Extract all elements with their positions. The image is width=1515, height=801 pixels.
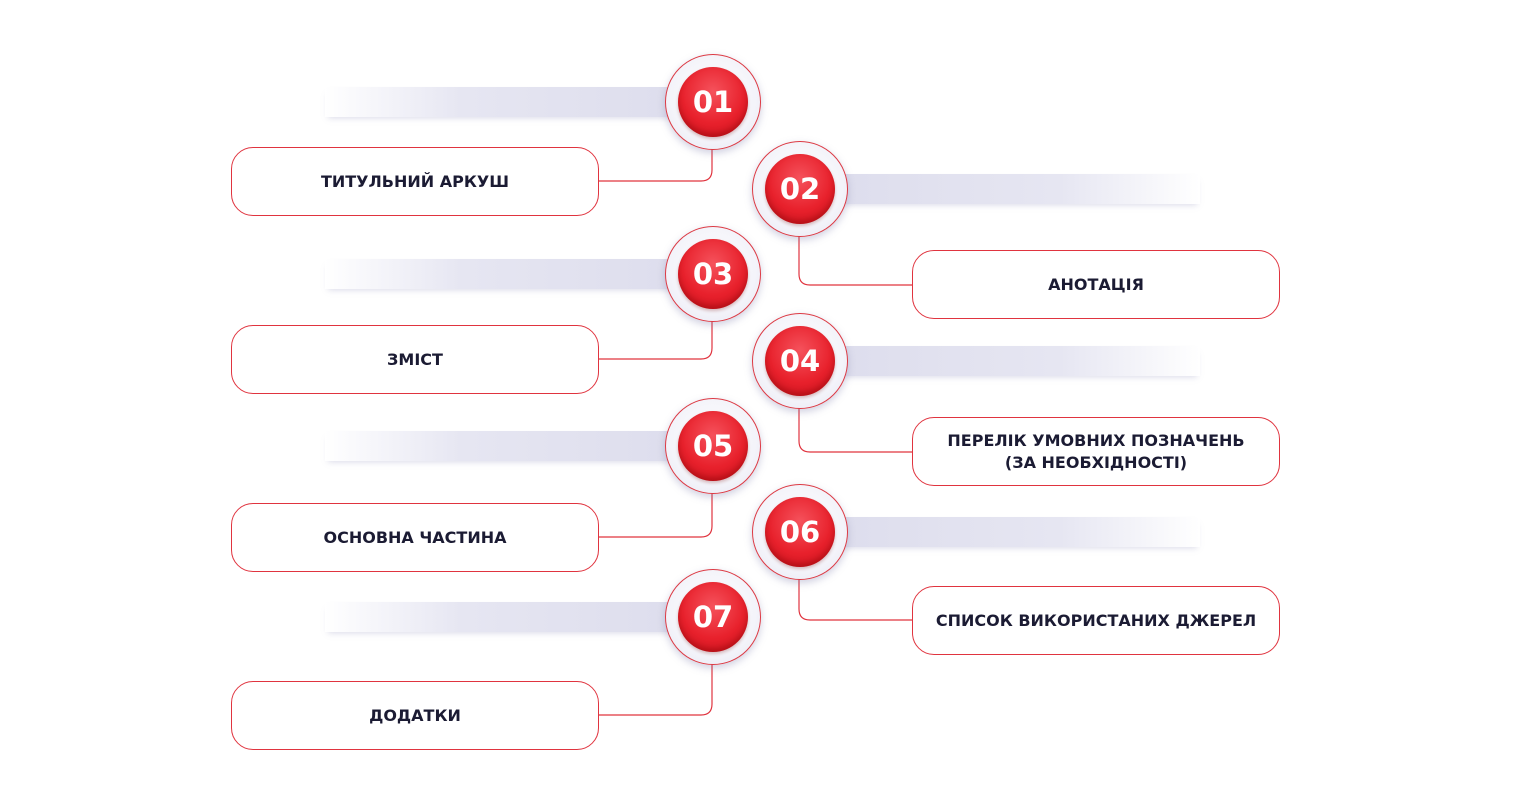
step-04-badge: 04 — [752, 313, 848, 409]
step-04-band — [800, 346, 1200, 376]
step-07-badge: 07 — [665, 569, 761, 665]
step-06-number: 06 — [779, 515, 821, 549]
step-01-band — [325, 87, 715, 117]
step-02-label: АНОТАЦІЯ — [1048, 274, 1144, 294]
step-01-label: ТИТУЛЬНИЙ АРКУШ — [320, 171, 510, 191]
step-02-band — [800, 174, 1200, 204]
connector-02 — [798, 233, 912, 286]
step-02-box: АНОТАЦІЯ — [912, 250, 1280, 319]
connector-05 — [599, 490, 713, 538]
step-03-label: ЗМІСТ — [387, 349, 443, 369]
step-05-badge: 05 — [665, 398, 761, 494]
connector-04 — [798, 405, 912, 453]
step-07-label: ДОДАТКИ — [369, 705, 461, 725]
step-01-box: ТИТУЛЬНИЙ АРКУШ — [231, 147, 599, 216]
step-05-box: ОСНОВНА ЧАСТИНА — [231, 503, 599, 572]
step-01-badge: 01 — [665, 54, 761, 150]
step-02-badge: 02 — [752, 141, 848, 237]
step-05-number: 05 — [692, 429, 734, 463]
step-03-band — [325, 259, 715, 289]
step-03-box: ЗМІСТ — [231, 325, 599, 394]
step-06-label: СПИСОК ВИКОРИСТАНИХ ДЖЕРЕЛ — [935, 610, 1257, 630]
connector-06 — [798, 576, 912, 621]
step-06-badge: 06 — [752, 484, 848, 580]
step-07-number: 07 — [692, 600, 734, 634]
step-01-number: 01 — [692, 85, 734, 119]
step-03-badge: 03 — [665, 226, 761, 322]
step-03-number: 03 — [692, 257, 734, 291]
step-05-label: ОСНОВНА ЧАСТИНА — [323, 527, 507, 547]
step-06-box: СПИСОК ВИКОРИСТАНИХ ДЖЕРЕЛ — [912, 586, 1280, 655]
step-07-box: ДОДАТКИ — [231, 681, 599, 750]
step-05-band — [325, 431, 715, 461]
step-04-box: ПЕРЕЛІК УМОВНИХ ПОЗНАЧЕНЬ (ЗА НЕОБХІДНОС… — [912, 417, 1280, 486]
step-04-number: 04 — [779, 344, 821, 378]
step-04-label: ПЕРЕЛІК УМОВНИХ ПОЗНАЧЕНЬ (ЗА НЕОБХІДНОС… — [947, 430, 1245, 472]
connector-01 — [599, 146, 713, 182]
connector-03 — [599, 318, 713, 360]
connector-07 — [599, 661, 713, 716]
step-02-number: 02 — [779, 172, 821, 206]
step-07-band — [325, 602, 715, 632]
step-06-band — [800, 517, 1200, 547]
